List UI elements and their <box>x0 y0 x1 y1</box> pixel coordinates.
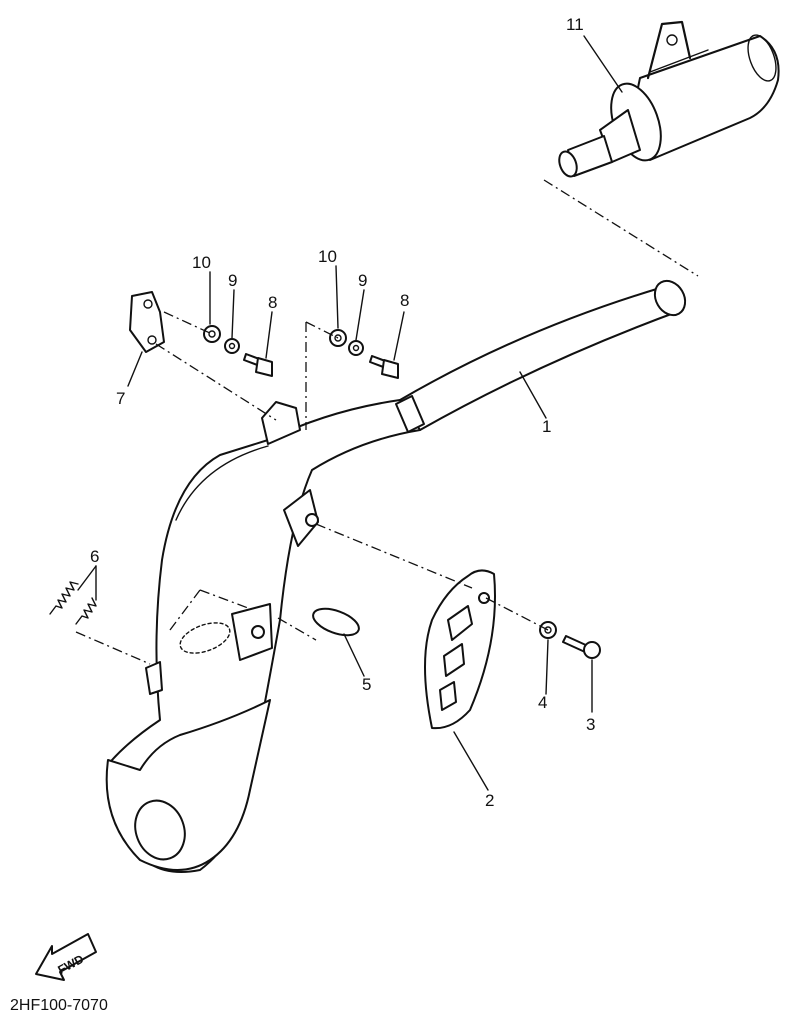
muffler-part-11 <box>558 20 780 178</box>
exhaust-pipe-part-1 <box>105 279 687 873</box>
heat-protector-part-2 <box>424 569 496 730</box>
fwd-arrow: FWD <box>35 933 97 981</box>
callout-2: 2 <box>485 791 494 810</box>
diagram-code: 2HF100-7070 <box>10 997 108 1014</box>
assembly-line <box>485 597 549 631</box>
callout-8-left: 8 <box>268 293 277 312</box>
springs-part-6 <box>49 581 97 625</box>
callout-5: 5 <box>362 675 371 694</box>
gasket-part-5 <box>312 607 360 637</box>
callout-11: 11 <box>566 15 584 34</box>
assembly-line <box>277 617 317 641</box>
assembly-line <box>199 589 249 609</box>
callout-9-left: 9 <box>228 271 237 290</box>
assembly-line <box>305 321 339 339</box>
bracket-part-7 <box>129 291 165 353</box>
callout-9-right: 9 <box>358 271 367 290</box>
callout-1: 1 <box>542 417 551 436</box>
callout-10-right: 10 <box>318 247 337 266</box>
assembly-line <box>543 179 699 277</box>
assembly-line <box>155 343 277 421</box>
bolt-part-8-right <box>369 355 399 379</box>
bolt-part-8-left <box>243 353 273 377</box>
collar-part-9-right <box>348 340 364 356</box>
callout-7: 7 <box>116 389 125 408</box>
assembly-line <box>163 311 213 335</box>
collar-part-9-left <box>224 338 240 354</box>
callout-4: 4 <box>538 693 547 712</box>
bolt-part-3 <box>562 635 601 659</box>
callout-6: 6 <box>90 547 99 566</box>
callout-10-left: 10 <box>192 253 211 272</box>
damper-part-10-left <box>203 325 221 343</box>
callout-8-right: 8 <box>400 291 409 310</box>
callout-3: 3 <box>586 715 595 734</box>
assembly-line <box>169 589 201 631</box>
assembly-line <box>315 523 473 589</box>
assembly-line <box>75 631 151 665</box>
